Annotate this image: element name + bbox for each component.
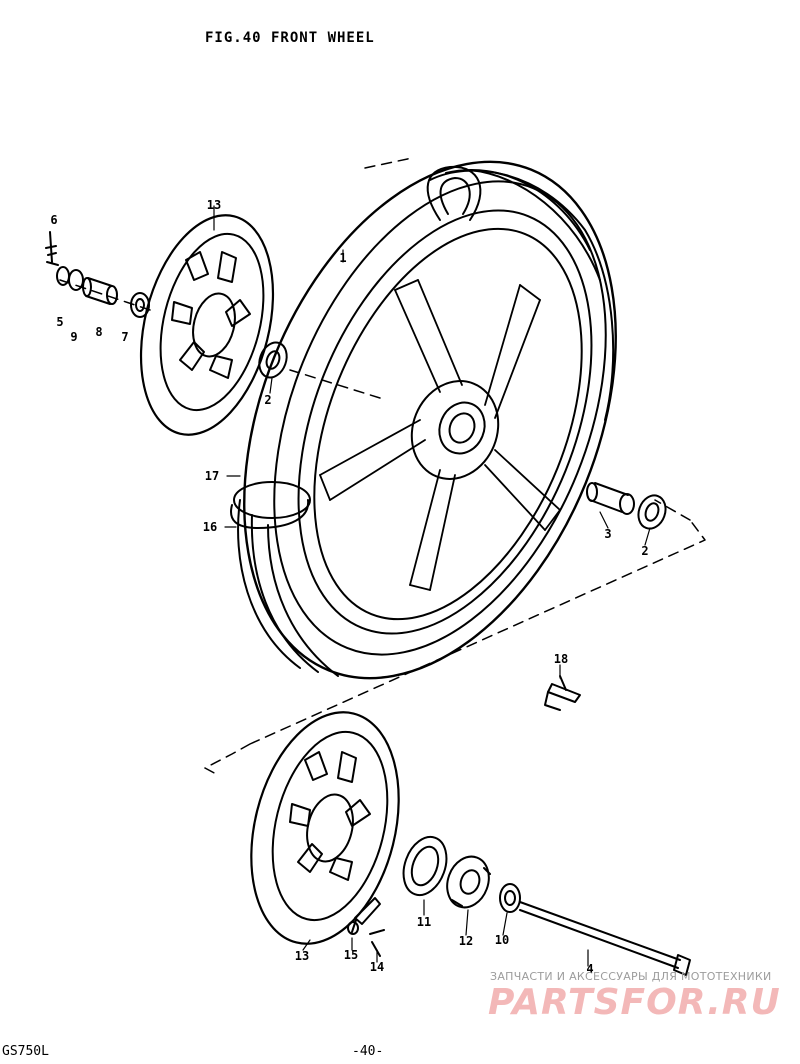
watermark-tagline: ЗАПЧАСТИ И АКСЕССУАРЫ ДЛЯ МОТОТЕХНИКИ xyxy=(490,970,772,983)
lower-brake-disc xyxy=(250,711,400,945)
wheel-spokes xyxy=(319,279,561,591)
right-axle-small-parts xyxy=(586,482,667,530)
washer-9 xyxy=(68,269,84,291)
lockplate-15 xyxy=(351,897,381,933)
callout-6: 6 xyxy=(50,213,58,227)
bolt-6 xyxy=(45,231,59,266)
callout-14: 14 xyxy=(369,960,385,974)
washer-10 xyxy=(499,883,521,913)
upper-brake-disc xyxy=(139,214,275,436)
spacer-8 xyxy=(85,277,113,305)
callout-2-right: 2 xyxy=(641,544,649,558)
callout-9: 9 xyxy=(70,330,78,344)
callout-12: 12 xyxy=(458,934,474,948)
lockwasher-5 xyxy=(56,266,70,286)
model-code: GS750L xyxy=(2,1044,49,1059)
callout-1: 1 xyxy=(339,251,347,265)
callout-2-left: 2 xyxy=(264,393,272,407)
callout-5: 5 xyxy=(56,315,64,329)
tire-section-bottom xyxy=(233,481,311,519)
callout-17: 17 xyxy=(204,469,220,483)
callout-18: 18 xyxy=(553,652,569,666)
spacer-3 xyxy=(589,482,629,513)
bearing-2-right xyxy=(637,494,667,530)
callout-16: 16 xyxy=(202,520,218,534)
callout-15: 15 xyxy=(343,948,359,962)
watermark-brand: PARTSFOR.RU xyxy=(488,982,781,1023)
dust-seal-11 xyxy=(402,835,448,897)
cotter-pin-18 xyxy=(544,675,581,711)
callout-8: 8 xyxy=(95,325,103,339)
figure-title: FIG.40 FRONT WHEEL xyxy=(205,30,375,46)
callout-11: 11 xyxy=(416,915,432,929)
page-number: -40- xyxy=(352,1044,384,1059)
callout-7: 7 xyxy=(121,330,129,344)
tire-section-top xyxy=(426,165,482,221)
tire-outer xyxy=(243,160,617,680)
callout-3: 3 xyxy=(604,527,612,541)
hub-outer xyxy=(410,380,500,480)
leader-lines xyxy=(213,205,651,967)
axle-4 xyxy=(519,901,681,969)
callout-13-lower: 13 xyxy=(294,949,310,963)
gearbox-12 xyxy=(446,855,490,909)
callout-10: 10 xyxy=(494,933,510,947)
seal-7 xyxy=(130,292,150,318)
lower-small-parts xyxy=(347,835,691,976)
callout-4: 4 xyxy=(586,962,594,976)
left-axle-small-parts xyxy=(45,231,288,379)
hub-bearing xyxy=(438,401,486,455)
rim-inner xyxy=(313,227,583,621)
bearing-2-left xyxy=(258,341,288,379)
rim-outer xyxy=(297,209,593,635)
assembly-dashed-lines xyxy=(59,157,706,776)
callout-13-upper: 13 xyxy=(206,198,222,212)
bolt-14 xyxy=(369,929,385,957)
front-wheel-assembly xyxy=(230,160,617,680)
